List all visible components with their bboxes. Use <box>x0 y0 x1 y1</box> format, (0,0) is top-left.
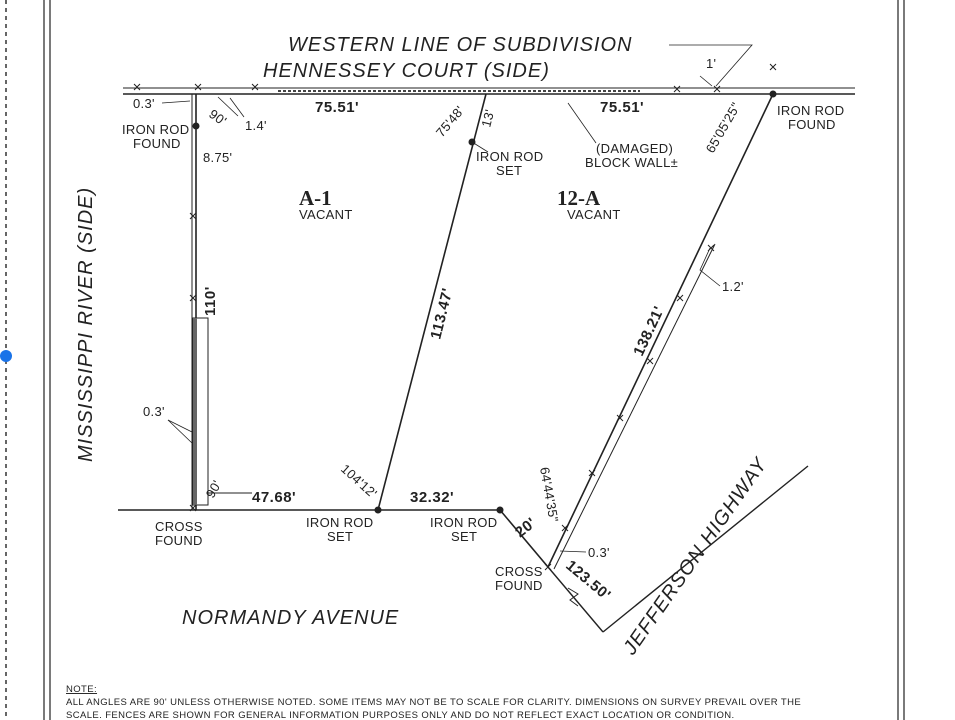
iron-rod-found-left-marker <box>192 122 200 130</box>
dim-offset-12: 1.2' <box>722 279 744 294</box>
western-line-label: WESTERN LINE OF SUBDIVISION <box>288 34 632 56</box>
lot-division-line <box>377 93 487 511</box>
dim-offset-03-top: 0.3' <box>133 96 155 111</box>
dim-offset-1ft: 1' <box>706 56 716 71</box>
note-heading: NOTE: <box>66 684 97 695</box>
iron-rod-set-bottom2-marker <box>496 506 504 514</box>
dim-offset-03-left: 0.3' <box>143 404 165 419</box>
dim-offset-03-bottom: 0.3' <box>588 545 610 560</box>
leader-lines <box>161 44 753 553</box>
block-wall-l1: (DAMAGED) <box>596 141 673 156</box>
iron-rod-set-top-l1: IRON ROD <box>476 149 543 164</box>
dim-left-side: 110' <box>202 286 219 316</box>
cross-found-right-l2: FOUND <box>495 578 543 593</box>
iron-rod-set-bottom1-l2: SET <box>327 529 353 544</box>
lot-a1-name: A-1 <box>299 186 332 210</box>
jefferson-highway-label: JEFFERSON HIGHWAY <box>619 453 773 660</box>
dim-top-right: 75.51' <box>600 99 644 116</box>
cross-found-left-l2: FOUND <box>155 533 203 548</box>
angle-90-bottom: 90' <box>203 478 225 501</box>
dim-offset-875: 8.75' <box>203 150 232 165</box>
highway-edge-line <box>602 465 809 633</box>
iron-rod-found-left-l1: IRON ROD <box>122 122 189 137</box>
dim-jefferson: 123.50' <box>562 557 613 604</box>
normandy-avenue-label: NORMANDY AVENUE <box>182 607 399 629</box>
iron-rod-set-bottom2-l1: IRON ROD <box>430 515 497 530</box>
angle-7548: 75'48' <box>433 103 467 140</box>
dim-bottom-left: 47.68' <box>252 489 296 506</box>
cross-found-right-l1: CROSS <box>495 564 543 579</box>
note-line-2: SCALE. FENCES ARE SHOWN FOR GENERAL INFO… <box>66 710 735 720</box>
iron-rod-set-top-l2: SET <box>496 163 522 178</box>
dim-diag-a1: 113.47' <box>427 286 456 341</box>
iron-rod-found-right-marker <box>769 90 777 98</box>
iron-rod-set-bottom1-l1: IRON ROD <box>306 515 373 530</box>
fence-post-marks <box>133 63 777 571</box>
property-line-20 <box>499 509 549 568</box>
mississippi-river-label: MISSISSIPPI RIVER (SIDE) <box>75 187 97 462</box>
iron-rod-found-right-l1: IRON ROD <box>777 103 844 118</box>
highway-frontage-line <box>547 566 604 633</box>
iron-rod-found-right-l2: FOUND <box>788 117 836 132</box>
lot-12a-name: 12-A <box>557 186 601 210</box>
angle-10412: 104'12' <box>338 461 380 501</box>
iron-rod-found-left-l2: FOUND <box>133 136 181 151</box>
resize-handle[interactable] <box>0 350 12 362</box>
dim-bottom-mid: 32.32' <box>410 489 454 506</box>
note-line-1: ALL ANGLES ARE 90' UNLESS OTHERWISE NOTE… <box>66 697 801 708</box>
iron-rod-set-bottom2-l2: SET <box>451 529 477 544</box>
structure-wall <box>193 318 197 505</box>
lot-a1-status: VACANT <box>299 207 353 222</box>
dim-top-left: 75.51' <box>315 99 359 116</box>
cross-found-left-l1: CROSS <box>155 519 203 534</box>
dim-20: 20' <box>512 514 540 541</box>
angle-644435: 64'44'35" <box>537 466 561 524</box>
fence-line-east <box>553 243 716 570</box>
iron-rod-set-bottom1-marker <box>374 506 382 514</box>
lot-12a-status: VACANT <box>567 207 621 222</box>
angle-650525: 65'05'25" <box>703 100 744 156</box>
angle-90-top: 90' <box>206 106 229 129</box>
hennessey-court-label: HENNESSEY COURT (SIDE) <box>263 60 550 82</box>
dim-offset-14: 1.4' <box>245 118 267 133</box>
break-symbol <box>567 587 579 607</box>
dim-offset-13: 13' <box>478 108 497 129</box>
block-wall-l2: BLOCK WALL± <box>585 155 678 170</box>
property-line-east <box>547 93 774 568</box>
